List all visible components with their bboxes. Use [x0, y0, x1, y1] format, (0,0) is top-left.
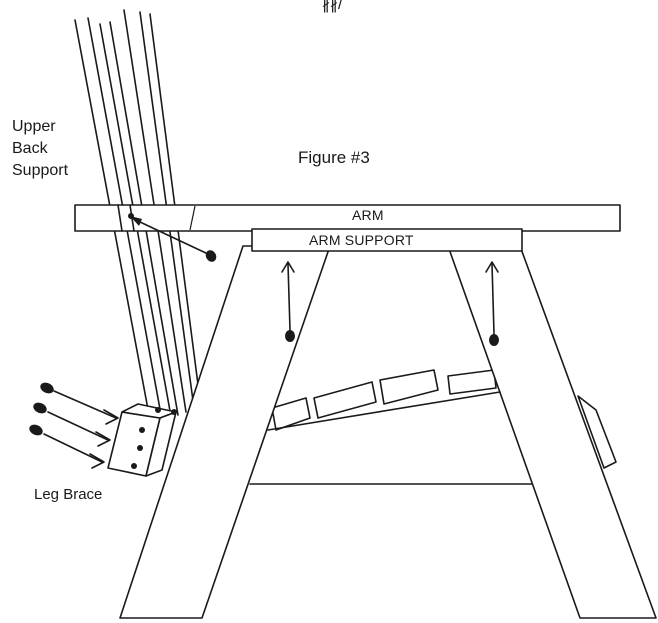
side-board-right: [577, 395, 617, 469]
arm-screw: [128, 213, 217, 262]
leg-brace-block: [107, 403, 177, 477]
figure-title: Figure #3: [298, 148, 370, 167]
support-screw-left: [281, 261, 295, 342]
top-label: ∦∦/: [322, 0, 343, 13]
arm-support-label: ARM SUPPORT: [309, 232, 414, 248]
cross-braces: [249, 391, 533, 485]
front-leg: [447, 245, 657, 619]
upper-back-support-line-1: Upper: [12, 118, 56, 135]
support-screw-right: [485, 261, 499, 346]
arm-label: ARM: [352, 207, 384, 223]
seat-slats: [271, 369, 497, 431]
arm-board: [74, 204, 621, 232]
upper-back-support-line-2: Back: [12, 140, 48, 157]
arm-support-board: [251, 228, 523, 252]
leg-brace-label: Leg Brace: [34, 486, 103, 503]
upper-back-support-label: Upper Back Support: [12, 116, 68, 182]
upper-back-support-line-3: Support: [12, 162, 69, 179]
brace-screws: [29, 382, 119, 469]
